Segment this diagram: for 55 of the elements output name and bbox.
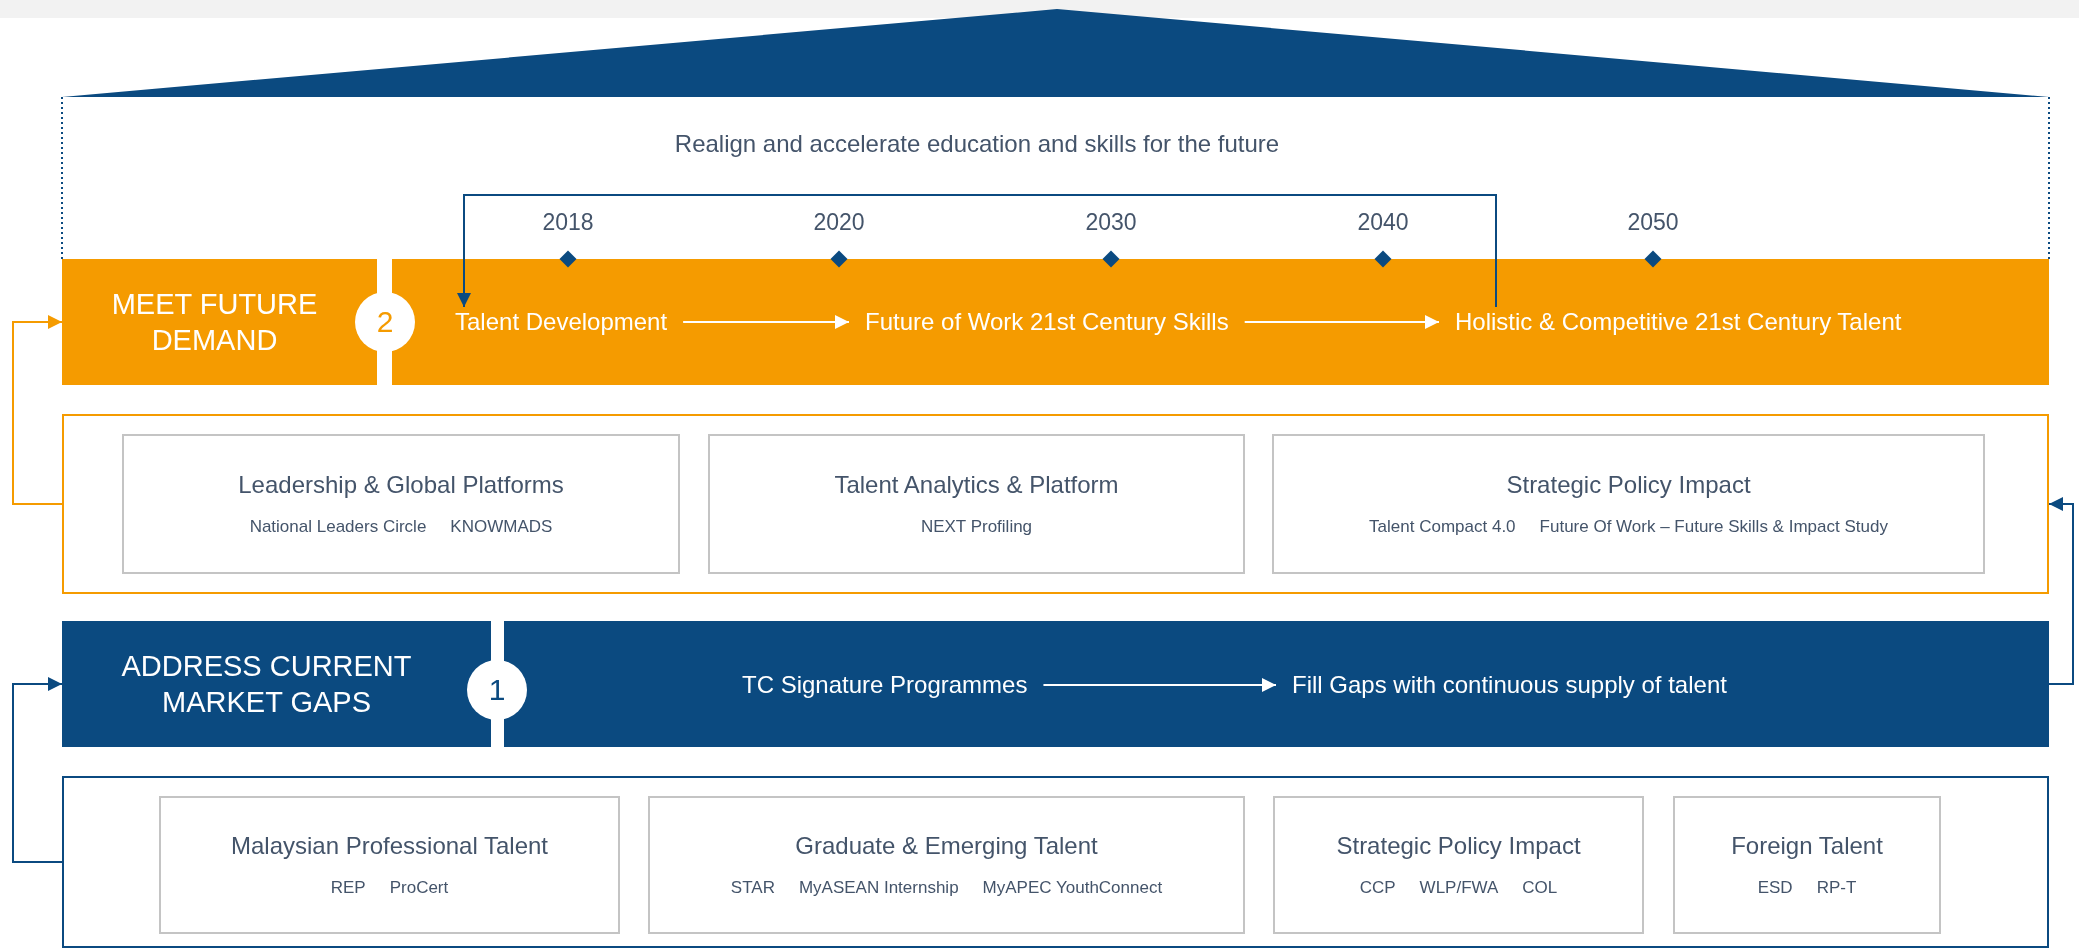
programme-label: COL <box>1522 878 1558 898</box>
card-title: Strategic Policy Impact <box>1506 471 1751 499</box>
stage-label: Future of Work 21st Century Skills <box>861 307 1233 337</box>
arrow <box>12 315 63 505</box>
section-bar <box>62 259 377 385</box>
year-label: 2040 <box>1356 209 1410 236</box>
programme-label: ESD <box>1757 878 1793 898</box>
arrow <box>12 677 63 863</box>
category-card <box>648 796 1245 934</box>
card-title: Malaysian Professional Talent <box>230 832 549 860</box>
year-label: 2050 <box>1626 209 1680 236</box>
arrow <box>2048 497 2074 685</box>
programme-label: STAR <box>730 878 775 898</box>
card-title: Foreign Talent <box>1731 832 1883 860</box>
card-title: Talent Analytics & Platform <box>834 471 1119 499</box>
programme-label: REP <box>330 878 366 898</box>
group-panel <box>62 776 2049 948</box>
category-card <box>708 434 1245 574</box>
programme-label: National Leaders Circle <box>249 517 427 537</box>
programme-label: NEXT Profiling <box>920 517 1033 537</box>
stage-label: Fill Gaps with continuous supply of talent <box>1288 670 1731 700</box>
stage-band <box>504 621 2049 747</box>
programme-label: RP-T <box>1816 878 1857 898</box>
arrow <box>1243 315 1440 329</box>
stage-band <box>392 259 2049 385</box>
category-card <box>1272 434 1985 574</box>
category-card <box>122 434 680 574</box>
section-title: MEET FUTURE DEMAND <box>110 287 319 358</box>
year-label: 2030 <box>1084 209 1138 236</box>
programme-label: WLP/FWA <box>1419 878 1499 898</box>
year-label: 2018 <box>541 209 595 236</box>
programme-label: Talent Compact 4.0 <box>1369 517 1516 537</box>
arrow <box>457 194 1497 308</box>
stage-label: TC Signature Programmes <box>738 670 1032 700</box>
arrow <box>1042 678 1277 692</box>
card-title: Graduate & Emerging Talent <box>795 832 1098 860</box>
card-title: Strategic Policy Impact <box>1336 832 1581 860</box>
programme-label: KNOWMADS <box>450 517 553 537</box>
category-card <box>159 796 620 934</box>
year-label: 2020 <box>812 209 866 236</box>
category-card <box>1273 796 1644 934</box>
arrow <box>682 315 850 329</box>
heading-text: Realign and accelerate education and skills for the future <box>673 130 1281 158</box>
card-title: Leadership & Global Platforms <box>238 471 564 499</box>
programme-label: CCP <box>1359 878 1396 898</box>
programme-label: MyAPEC YouthConnect <box>982 878 1163 898</box>
section-bar <box>62 621 491 747</box>
programme-label: ProCert <box>389 878 449 898</box>
section-title: ADDRESS CURRENT MARKET GAPS <box>120 649 413 720</box>
programme-label: Future Of Work – Future Skills & Impact Study <box>1539 517 1888 537</box>
stage-label: Holistic & Competitive 21st Century Talent <box>1451 307 1906 337</box>
programme-label: MyASEAN Internship <box>798 878 959 898</box>
stage-label: Talent Development <box>451 307 672 337</box>
group-panel <box>62 414 2049 594</box>
category-card <box>1673 796 1941 934</box>
